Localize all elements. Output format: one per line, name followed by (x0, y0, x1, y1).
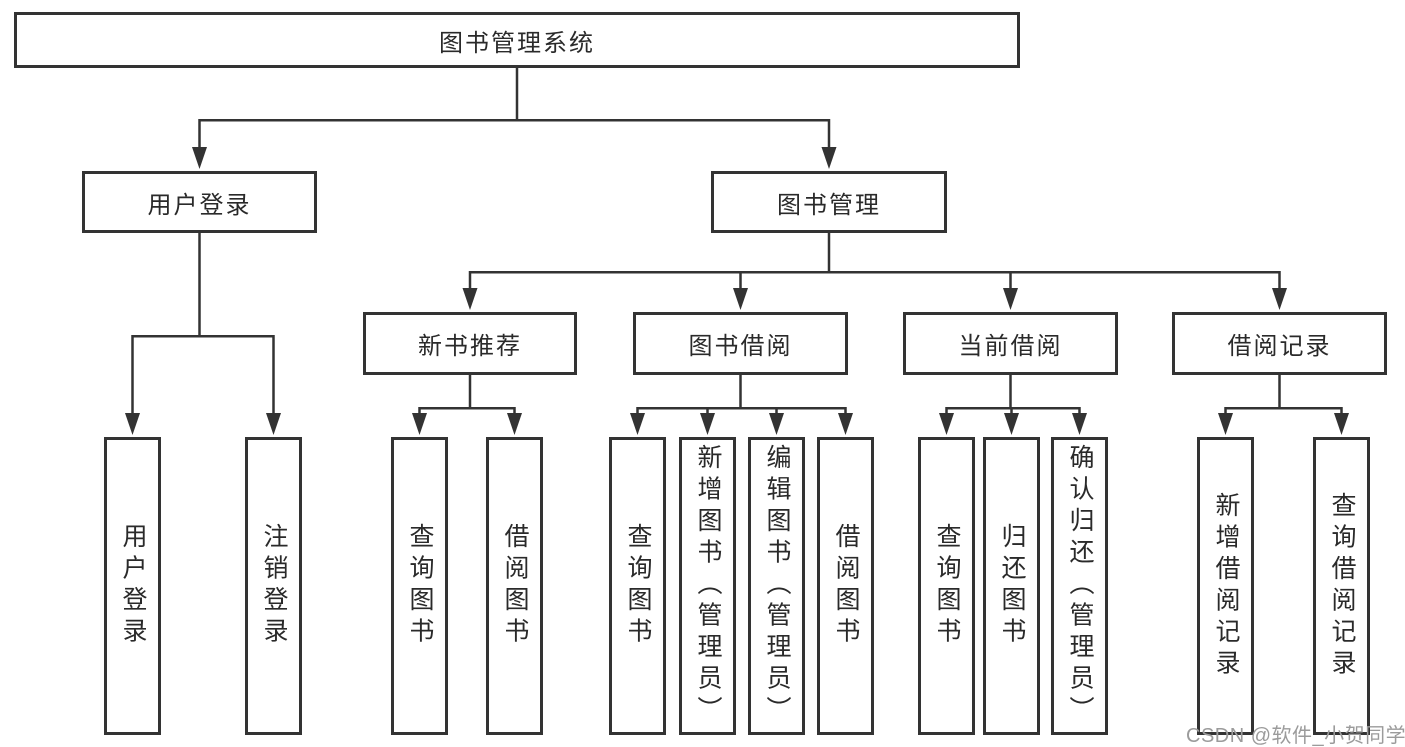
node-borrow-records: 借阅记录 (1172, 312, 1387, 375)
leaf-return-books-label: 归还图书 (998, 523, 1026, 649)
leaf-add-record: 新增借阅记录 (1197, 437, 1254, 735)
leaf-borrow-books-1: 借阅图书 (486, 437, 543, 735)
leaf-edit-books: 编辑图书（管理员） (748, 437, 805, 735)
leaf-query-books-2-label: 查询图书 (624, 523, 652, 649)
leaf-logout: 注销登录 (245, 437, 302, 735)
leaf-query-books-1-label: 查询图书 (406, 523, 434, 649)
leaf-add-books-label: 新增图书（管理员） (694, 444, 722, 728)
leaf-add-books: 新增图书（管理员） (679, 437, 736, 735)
leaf-borrow-books-2: 借阅图书 (817, 437, 874, 735)
leaf-user-login: 用户登录 (104, 437, 161, 735)
csdn-watermark: CSDN @软件_小贺同学 (1186, 725, 1405, 747)
node-new-book-recommend: 新书推荐 (363, 312, 577, 375)
leaf-query-books-2: 查询图书 (609, 437, 666, 735)
leaf-query-books-3-label: 查询图书 (933, 523, 961, 649)
leaf-confirm-return-label: 确认归还（管理员） (1066, 444, 1094, 728)
leaf-borrow-books-2-label: 借阅图书 (832, 523, 860, 649)
leaf-query-record: 查询借阅记录 (1313, 437, 1370, 735)
leaf-query-record-label: 查询借阅记录 (1328, 491, 1356, 681)
leaf-edit-books-label: 编辑图书（管理员） (763, 444, 791, 728)
node-user-login: 用户登录 (82, 171, 317, 233)
node-root: 图书管理系统 (14, 12, 1020, 68)
node-book-management: 图书管理 (711, 171, 947, 233)
leaf-return-books: 归还图书 (983, 437, 1040, 735)
node-current-borrow: 当前借阅 (903, 312, 1118, 375)
leaf-logout-label: 注销登录 (260, 523, 288, 649)
leaf-borrow-books-1-label: 借阅图书 (501, 523, 529, 649)
leaf-user-login-label: 用户登录 (119, 523, 147, 649)
leaf-add-record-label: 新增借阅记录 (1212, 491, 1240, 681)
leaf-confirm-return: 确认归还（管理员） (1051, 437, 1108, 735)
leaf-query-books-3: 查询图书 (918, 437, 975, 735)
leaf-query-books-1: 查询图书 (391, 437, 448, 735)
arrowheads (125, 147, 1349, 435)
node-book-borrow: 图书借阅 (633, 312, 848, 375)
